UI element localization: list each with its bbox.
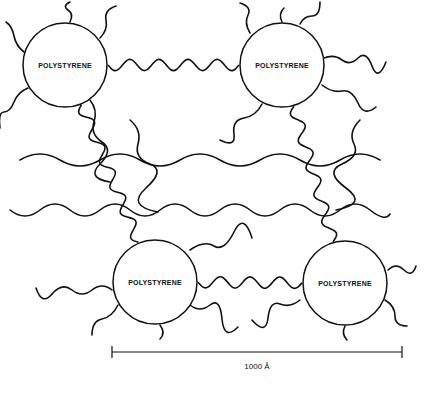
polymer-chain — [0, 88, 28, 128]
polymer-chain — [324, 55, 386, 73]
polymer-chain — [190, 223, 252, 250]
polymer-chain — [343, 326, 347, 340]
polymer-chain — [190, 303, 238, 333]
domain-label: POLYSTYRENE — [128, 279, 182, 286]
polymer-chain — [322, 85, 376, 111]
polymer-chain — [100, 6, 116, 38]
domain-outline — [113, 240, 197, 324]
polymer-chain — [20, 154, 380, 166]
domain-outline — [303, 241, 387, 325]
polymer-chain — [220, 104, 262, 143]
polymer-chain — [334, 120, 360, 210]
chain-link — [198, 277, 302, 289]
polymer-chain — [385, 300, 407, 326]
polymer-chain — [388, 266, 416, 273]
polymer-chain — [10, 204, 390, 217]
polymer-chain — [6, 22, 24, 52]
chain-group — [0, 2, 416, 340]
chain-link — [79, 105, 139, 243]
polystyrene-domain: POLYSTYRENE — [239, 22, 325, 108]
scale-tick — [111, 346, 112, 358]
polymer-chain — [160, 325, 163, 339]
polystyrene-domain: POLYSTYRENE — [302, 240, 388, 326]
domain-label: POLYSTYRENE — [38, 62, 92, 69]
polymer-chain — [36, 286, 112, 299]
polymer-chain — [65, 2, 71, 22]
polymer-chain — [130, 120, 158, 212]
polymer-chain — [240, 3, 250, 33]
scale-tick — [401, 346, 402, 358]
scale-label: 1000 Å — [242, 362, 271, 371]
chain-link — [108, 59, 239, 70]
polymer-chain — [280, 8, 284, 22]
domain-outline — [23, 23, 107, 107]
polymer-chain — [92, 305, 118, 335]
domain-label: POLYSTYRENE — [255, 62, 309, 69]
polymer-chain — [252, 300, 300, 328]
domain-outline — [240, 23, 324, 107]
polystyrene-domain: POLYSTYRENE — [112, 239, 198, 325]
scale-line — [112, 351, 402, 352]
chain-link — [290, 106, 336, 241]
polymer-chain — [300, 2, 320, 24]
scale-bar — [112, 346, 402, 358]
domain-label: POLYSTYRENE — [318, 280, 372, 287]
polystyrene-domain: POLYSTYRENE — [22, 22, 108, 108]
